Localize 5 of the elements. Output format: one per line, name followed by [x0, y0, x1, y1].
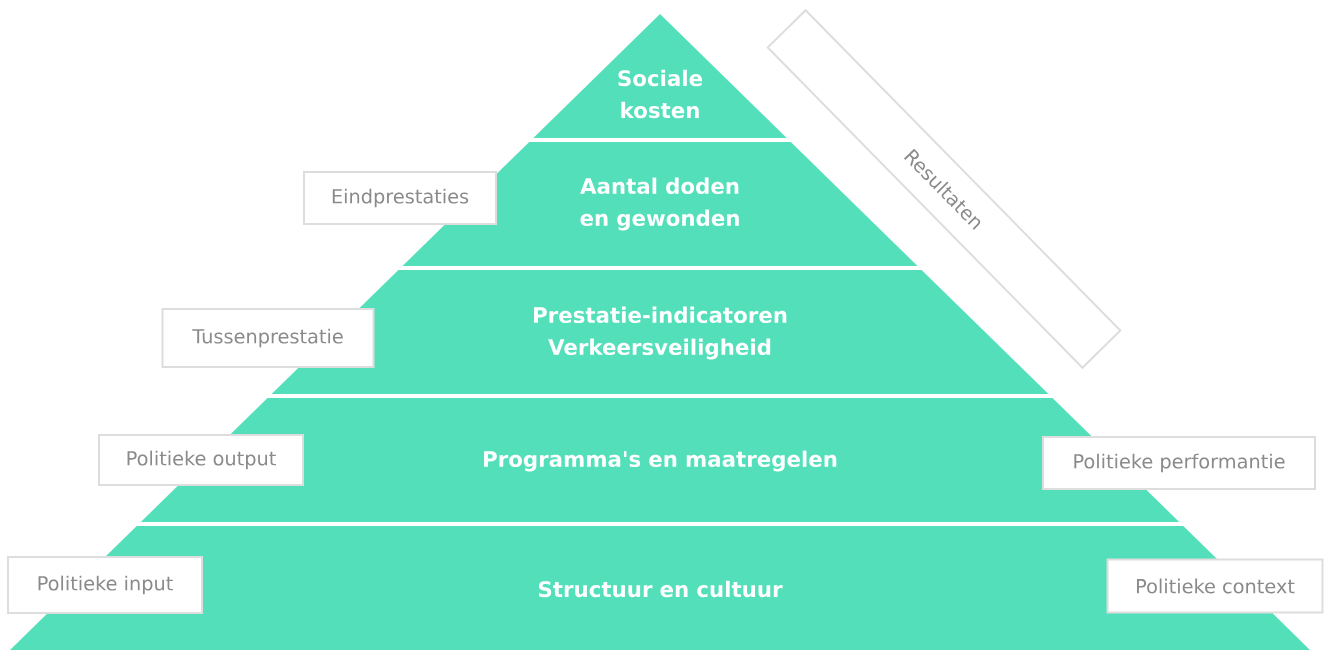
label-box: Eindprestaties [303, 171, 497, 225]
pyramid-layer: Sociale kosten [533, 14, 787, 138]
label-box: Politieke performantie [1042, 436, 1316, 490]
label-box: Politieke output [98, 434, 304, 486]
label-box: Tussenprestatie [161, 308, 375, 368]
